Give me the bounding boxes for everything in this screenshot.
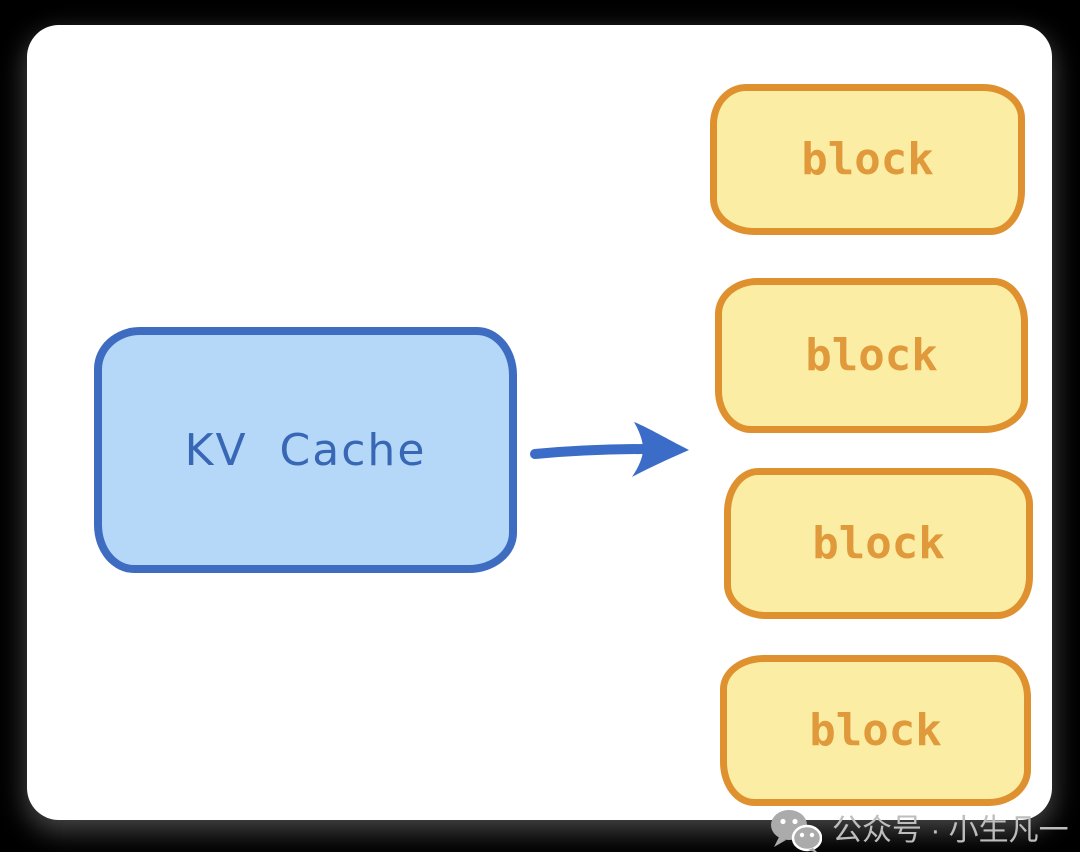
block-label-1: block — [801, 134, 934, 185]
right-arrow-icon — [530, 422, 689, 477]
watermark: 公众号 · 小生凡一 — [770, 810, 1069, 852]
block-node-3: block — [724, 468, 1033, 619]
kv-cache-node: KV Cache — [94, 327, 517, 573]
block-node-4: block — [720, 655, 1031, 806]
block-node-1: block — [710, 84, 1025, 235]
block-label-2: block — [805, 330, 938, 381]
block-label-3: block — [812, 518, 945, 569]
diagram-canvas-card: KV Cache block block block block — [27, 25, 1069, 852]
kv-cache-label: KV Cache — [184, 424, 427, 476]
wechat-icon — [771, 810, 822, 852]
block-label-4: block — [809, 705, 942, 756]
block-node-2: block — [715, 278, 1028, 433]
watermark-text: 公众号 · 小生凡一 — [832, 814, 1069, 847]
